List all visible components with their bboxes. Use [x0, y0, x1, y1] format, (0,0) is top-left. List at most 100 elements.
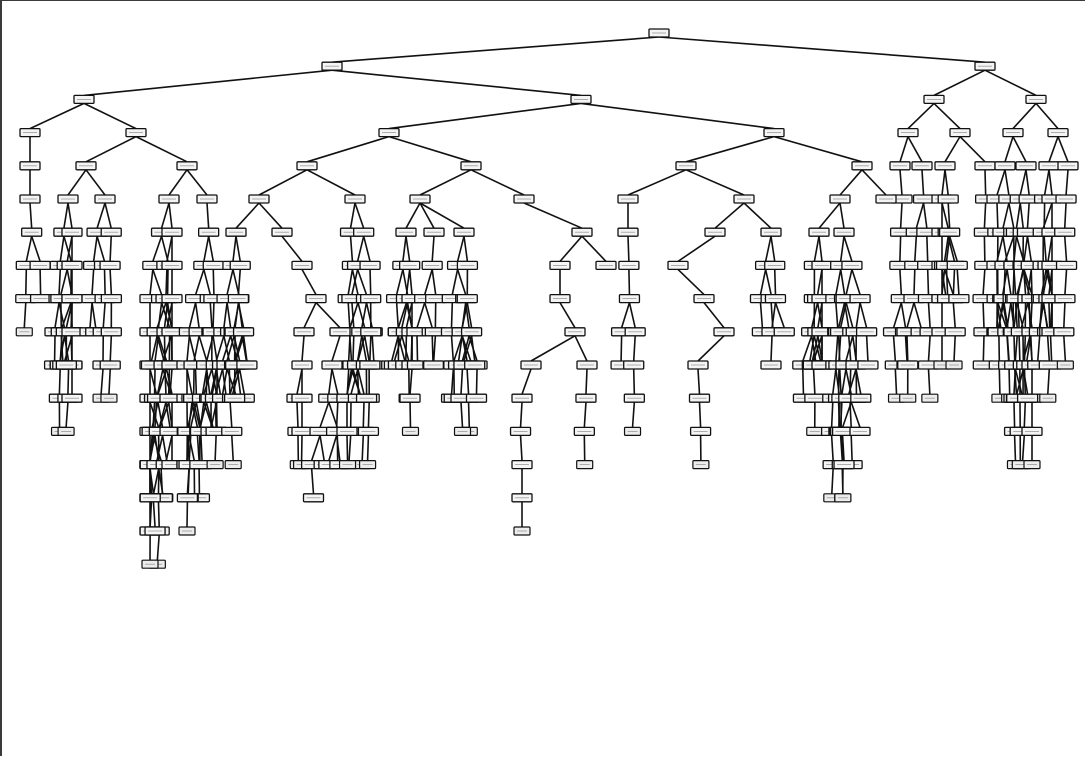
tree-edge	[1066, 170, 1068, 195]
tree-edge	[92, 269, 94, 294]
tree-edge	[840, 369, 841, 394]
tree-edge	[1024, 236, 1027, 261]
tree-edge	[1005, 137, 1013, 162]
tree-edge	[389, 137, 471, 162]
tree-edge	[348, 269, 352, 294]
tree-edge	[1049, 137, 1058, 162]
tree-edge	[852, 269, 860, 294]
tree-edge	[227, 336, 234, 361]
tree-edge	[432, 269, 436, 294]
tree-edge	[1043, 303, 1047, 328]
tree-edge	[851, 402, 860, 427]
tree-edge	[166, 269, 167, 294]
tree-edge	[169, 203, 172, 228]
tree-edge	[1017, 269, 1024, 294]
tree-edge	[59, 269, 60, 294]
tree-edge	[1048, 336, 1050, 361]
tree-edge	[351, 236, 353, 261]
tree-edge	[94, 236, 97, 261]
tree-edge	[110, 269, 111, 294]
tree-edge	[1065, 203, 1066, 228]
tree-edge	[833, 369, 836, 394]
tree-edge	[621, 336, 622, 361]
tree-edge	[819, 203, 840, 228]
tree-edge	[945, 269, 954, 294]
tree-edge	[1009, 369, 1010, 394]
tree-edge	[355, 203, 364, 228]
tree-edge	[1013, 137, 1026, 162]
tree-edge	[362, 435, 363, 460]
tree-edge	[398, 336, 405, 361]
tree-edge	[370, 336, 371, 361]
tree-edge	[26, 236, 31, 261]
tree-edge	[363, 402, 364, 427]
tree-edge	[771, 236, 775, 261]
tree-edge	[1015, 435, 1016, 460]
tree-edge	[1009, 203, 1014, 228]
tree-edge	[312, 435, 320, 460]
tree-edge	[942, 203, 948, 228]
tree-edge	[216, 402, 217, 427]
tree-edge	[1015, 336, 1017, 361]
tree-edge	[575, 336, 587, 361]
tree-edge	[166, 435, 172, 460]
tree-edge	[351, 203, 355, 228]
tree-edge	[774, 137, 862, 162]
tree-edge	[60, 236, 64, 261]
tree-edge	[894, 336, 896, 361]
tree-edge	[213, 336, 217, 361]
tree-edge	[999, 369, 1000, 394]
tree-edge	[199, 336, 207, 361]
tree-edge	[1003, 203, 1009, 228]
tree-edge	[169, 170, 187, 195]
tree-edge	[1004, 269, 1005, 294]
tree-edge	[332, 369, 338, 394]
tree-edge	[425, 269, 432, 294]
tree-edge	[531, 336, 575, 361]
tree-edge	[715, 203, 744, 228]
tree-edge	[223, 336, 231, 361]
tree-edge	[922, 170, 924, 195]
tree-edge	[68, 369, 69, 394]
tree-edge	[856, 303, 860, 328]
tree-edge	[432, 336, 433, 361]
tree-edge	[55, 303, 59, 328]
tree-edge	[109, 369, 110, 394]
tree-edge	[927, 236, 928, 261]
tree-edge	[862, 170, 886, 195]
tree-edge	[194, 336, 199, 361]
tree-edge	[165, 369, 166, 394]
tree-edge	[842, 369, 846, 394]
tree-edge	[934, 103, 960, 128]
tree-edge	[105, 203, 111, 228]
tree-edge	[157, 535, 159, 560]
tree-edge	[110, 236, 111, 261]
tree-edge	[347, 435, 348, 460]
tree-edge	[1051, 336, 1052, 361]
tree-edge	[259, 170, 307, 195]
tree-edge	[30, 203, 32, 228]
tree-edge	[1049, 303, 1050, 328]
tree-edge	[406, 336, 407, 361]
tree-edge	[304, 303, 316, 328]
tree-edge	[332, 37, 659, 62]
tree-edge	[900, 269, 901, 294]
tree-edge	[230, 402, 232, 427]
tree-edge	[586, 369, 587, 394]
tree-edge	[467, 369, 468, 394]
tree-edge	[97, 203, 105, 228]
tree-edge	[928, 336, 930, 361]
tree-edge	[403, 236, 406, 261]
tree-edge	[97, 236, 104, 261]
tree-edge	[814, 236, 819, 261]
tree-edge	[924, 203, 927, 228]
tree-edge	[236, 203, 259, 228]
tree-edge	[103, 303, 105, 328]
tree-edge	[775, 303, 784, 328]
tree-edge	[187, 170, 207, 195]
tree-edge	[1014, 402, 1015, 427]
tree-edge	[953, 269, 954, 294]
tree-edge	[210, 303, 212, 328]
tree-edge	[101, 369, 103, 394]
